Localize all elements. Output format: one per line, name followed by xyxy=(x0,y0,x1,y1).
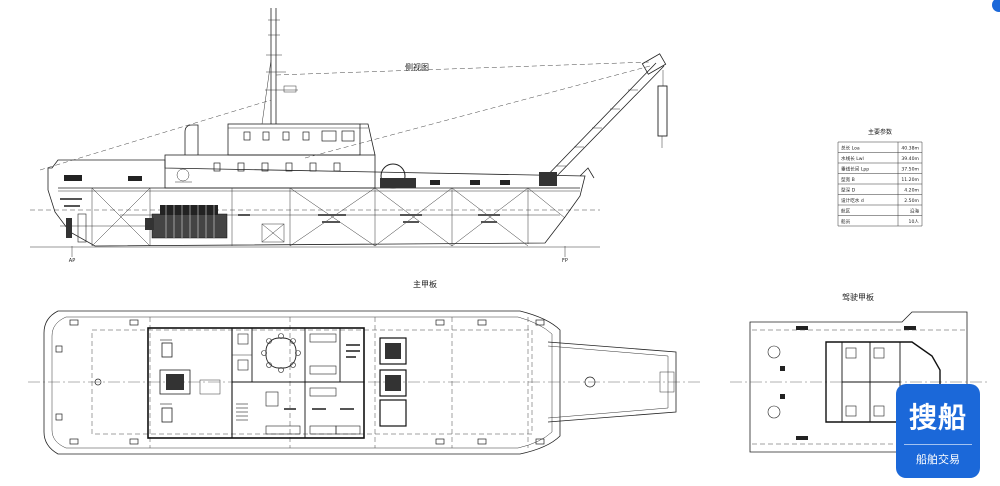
main-deck-outline xyxy=(43,310,561,455)
wheelhouse-deck-title: 驾驶甲板 xyxy=(842,292,874,302)
stern-gear xyxy=(60,213,150,243)
deck-winch xyxy=(380,163,416,189)
spec-row-value: 4.20m xyxy=(904,188,919,194)
spec-row-label: 船员 xyxy=(841,218,851,225)
deck-crane xyxy=(539,53,668,186)
bow-davit xyxy=(579,167,595,179)
mast xyxy=(261,8,298,125)
spec-row-label: 总长 Loa xyxy=(841,145,860,152)
spec-row-label: 设计吃水 d xyxy=(841,197,864,204)
bulkheads xyxy=(91,188,529,246)
badge-subtitle: 船舶交易 xyxy=(904,444,972,467)
spec-row-value: 2.50m xyxy=(904,198,919,204)
bow-a-frame xyxy=(547,341,677,423)
spec-row-value: 11.20m xyxy=(901,177,919,183)
side-view-title: 侧视图 xyxy=(405,62,429,72)
main-deck-plan: 主甲板 xyxy=(28,279,700,455)
perpendicular-markers: AP FP xyxy=(69,246,568,264)
spec-row-label: 水线长 Lwl xyxy=(841,155,864,162)
spec-row-value: 沿海 xyxy=(910,208,920,215)
spec-row-value: 37.50m xyxy=(901,167,919,173)
deck-fittings xyxy=(64,175,510,185)
spec-row-label: 型深 D xyxy=(841,187,856,194)
spec-table-title: 主要参数 xyxy=(868,128,892,136)
main-deck-bollards xyxy=(55,319,596,445)
spec-row-label: 型宽 B xyxy=(841,176,855,183)
spec-table: 主要参数 总长 Loa 40.38m 水线长 Lwl 39.40m 垂线长间 Lpp 37… xyxy=(837,128,923,227)
spec-row-value: 40.38m xyxy=(901,146,919,152)
fp-label: FP xyxy=(562,258,568,264)
wheelhouse-deck-outline xyxy=(749,311,968,453)
rigging-lines xyxy=(39,61,651,171)
tank-labels xyxy=(60,198,500,223)
spec-row-label: 航区 xyxy=(841,208,851,215)
spec-row-label: 垂线长间 Lpp xyxy=(841,166,869,173)
hull-outline xyxy=(47,159,586,247)
tank-box xyxy=(261,223,285,243)
ap-label: AP xyxy=(69,258,75,264)
main-deck-title: 主甲板 xyxy=(413,279,437,289)
accommodation-block xyxy=(147,327,365,439)
badge-title: 搜船 xyxy=(908,401,967,434)
main-deck-machinery xyxy=(379,337,407,427)
edge-indicator-icon xyxy=(992,0,1000,12)
tank-bracing xyxy=(91,187,566,247)
spec-row-value: 39.40m xyxy=(901,156,919,162)
side-view: 侧视图 xyxy=(30,8,668,264)
soship-watermark-badge[interactable]: 搜船 船舶交易 xyxy=(896,384,980,478)
main-engine xyxy=(145,205,228,239)
superstructure xyxy=(164,123,376,189)
spec-row-value: 10人 xyxy=(909,219,920,225)
